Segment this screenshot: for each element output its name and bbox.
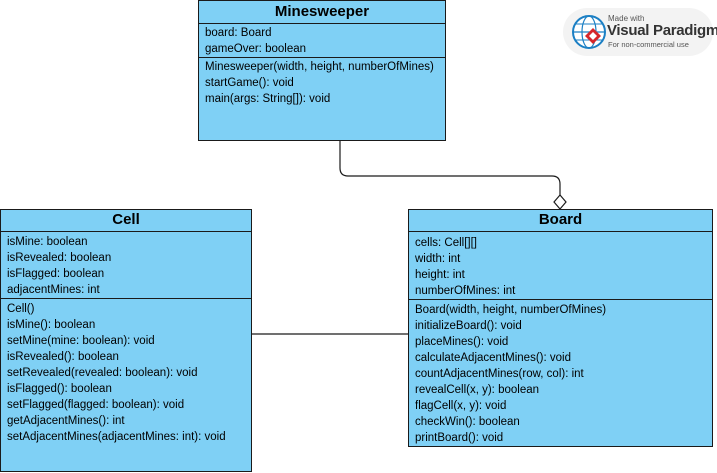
class-cell-operations: Cell() isMine(): boolean setMine(mine: b… (1, 299, 251, 447)
operation: Minesweeper(width, height, numberOfMines… (205, 61, 434, 73)
class-cell-attributes: isMine: boolean isRevealed: boolean isFl… (1, 232, 251, 299)
operation: getAdjacentMines(): int (7, 415, 125, 427)
operation: startGame(): void (205, 77, 294, 89)
watermark-note: For non-commercial use (608, 40, 689, 49)
class-cell-title: Cell (1, 210, 251, 232)
class-minesweeper[interactable]: Minesweeper board: Board gameOver: boole… (198, 0, 446, 141)
class-minesweeper-operations: Minesweeper(width, height, numberOfMines… (199, 58, 445, 109)
attribute: width: int (415, 253, 461, 265)
globe-logo-icon (572, 15, 606, 49)
operation: Board(width, height, numberOfMines) (415, 304, 607, 316)
aggregation-minesweeper-board[interactable] (339, 141, 561, 196)
attribute: gameOver: boolean (205, 43, 307, 55)
watermark-brand: Visual Paradigm (607, 22, 717, 39)
visual-paradigm-watermark: Made with Visual Paradigm For non-commer… (563, 8, 717, 56)
operation: calculateAdjacentMines(): void (415, 352, 571, 364)
operation: Cell() (7, 303, 35, 315)
attribute: board: Board (205, 27, 272, 39)
operation: setRevealed(revealed: boolean): void (7, 367, 198, 379)
class-board-title: Board (409, 210, 712, 232)
operation: isFlagged(): boolean (7, 383, 112, 395)
class-board-attributes: cells: Cell[][] width: int height: int n… (409, 232, 712, 300)
operation: flagCell(x, y): void (415, 400, 507, 412)
operation: isMine(): boolean (7, 319, 96, 331)
class-cell[interactable]: Cell isMine: boolean isRevealed: boolean… (0, 209, 252, 472)
operation: placeMines(): void (415, 336, 509, 348)
operation: printBoard(): void (415, 432, 504, 444)
operation: setMine(mine: boolean): void (7, 335, 155, 347)
attribute: adjacentMines: int (7, 284, 100, 296)
operation: main(args: String[]): void (205, 93, 331, 105)
operation: setAdjacentMines(adjacentMines: int): vo… (7, 431, 226, 443)
attribute: height: int (415, 269, 465, 281)
attribute: numberOfMines: int (415, 285, 516, 297)
attribute: isMine: boolean (7, 236, 88, 248)
operation: checkWin(): boolean (415, 416, 520, 428)
attribute: isFlagged: boolean (7, 268, 105, 280)
attribute: isRevealed: boolean (7, 252, 112, 264)
class-board[interactable]: Board cells: Cell[][] width: int height:… (408, 209, 713, 447)
watermark-made-with: Made with (608, 14, 645, 23)
attribute: cells: Cell[][] (415, 237, 477, 249)
operation: setFlagged(flagged: boolean): void (7, 399, 185, 411)
operation: revealCell(x, y): boolean (415, 384, 540, 396)
operation: countAdjacentMines(row, col): int (415, 368, 584, 380)
operation: initializeBoard(): void (415, 320, 522, 332)
class-minesweeper-title: Minesweeper (199, 1, 445, 24)
operation: isRevealed(): boolean (7, 351, 119, 363)
class-minesweeper-attributes: board: Board gameOver: boolean (199, 24, 445, 58)
class-board-operations: Board(width, height, numberOfMines) init… (409, 300, 712, 448)
aggregation-diamond (553, 194, 567, 210)
